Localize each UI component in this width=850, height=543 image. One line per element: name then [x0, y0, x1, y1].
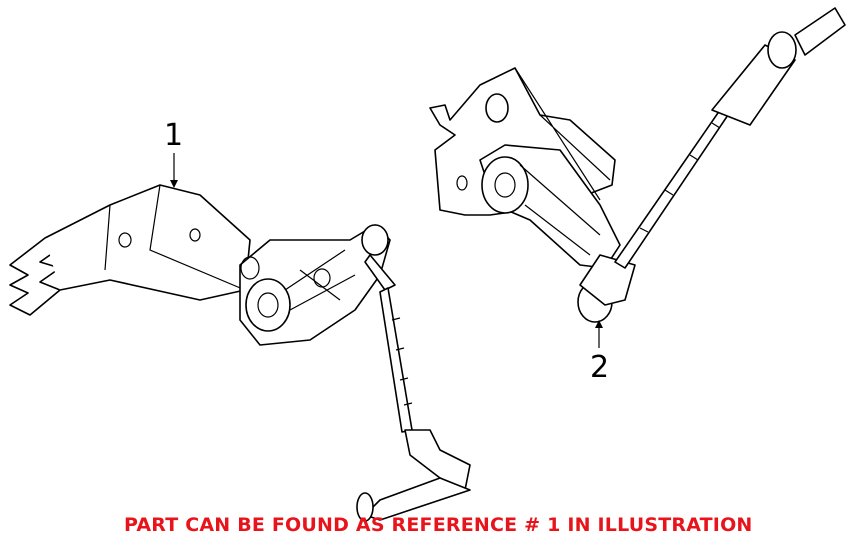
callout-1-label: 1	[164, 118, 184, 153]
part-1-bracket	[9, 184, 251, 316]
callout-2-arrow	[595, 320, 603, 328]
callout-1-arrow	[170, 180, 178, 188]
part-1-sensor	[239, 224, 471, 522]
callout-2-label: 2	[590, 350, 610, 385]
part-2-sensor	[479, 7, 846, 323]
reference-caption: PART CAN BE FOUND AS REFERENCE # 1 IN IL…	[124, 514, 753, 536]
